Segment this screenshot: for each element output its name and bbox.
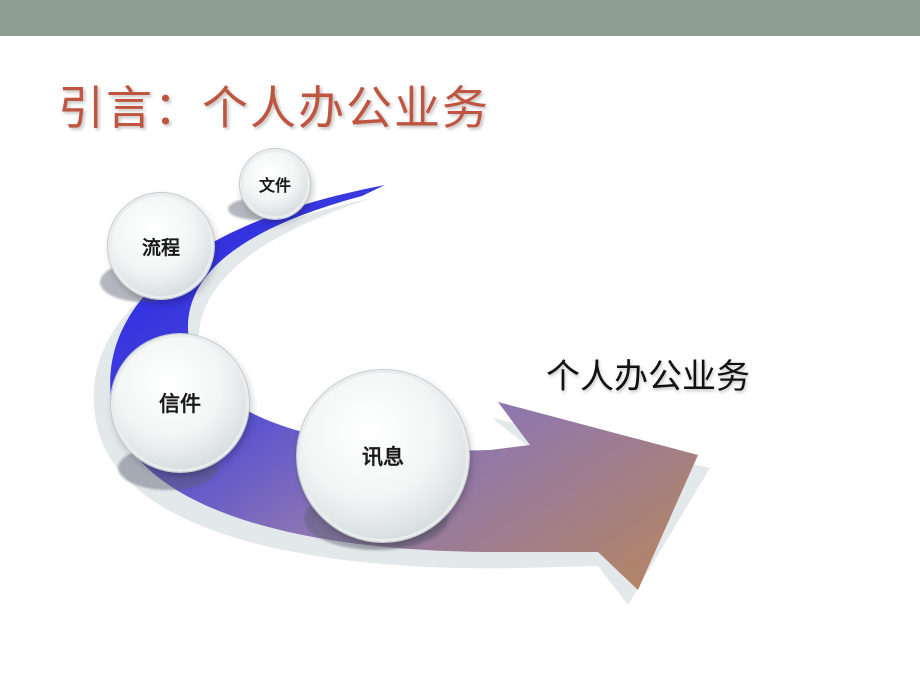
node-file: 文件 [240, 149, 310, 219]
node-file-label: 文件 [258, 176, 291, 195]
top-bar [0, 0, 920, 36]
curved-arrow-body [110, 185, 699, 590]
node-letter: 信件 [111, 334, 249, 472]
node-flow: 流程 [108, 193, 214, 299]
arrow-target-label: 个人办公业务 [546, 357, 750, 397]
node-flow-label: 流程 [141, 236, 180, 259]
node-message-label: 讯息 [362, 445, 404, 469]
node-letter-label: 信件 [159, 392, 201, 416]
node-message: 讯息 [297, 370, 469, 542]
slide-title: 引言：个人办公业务 [58, 81, 490, 135]
